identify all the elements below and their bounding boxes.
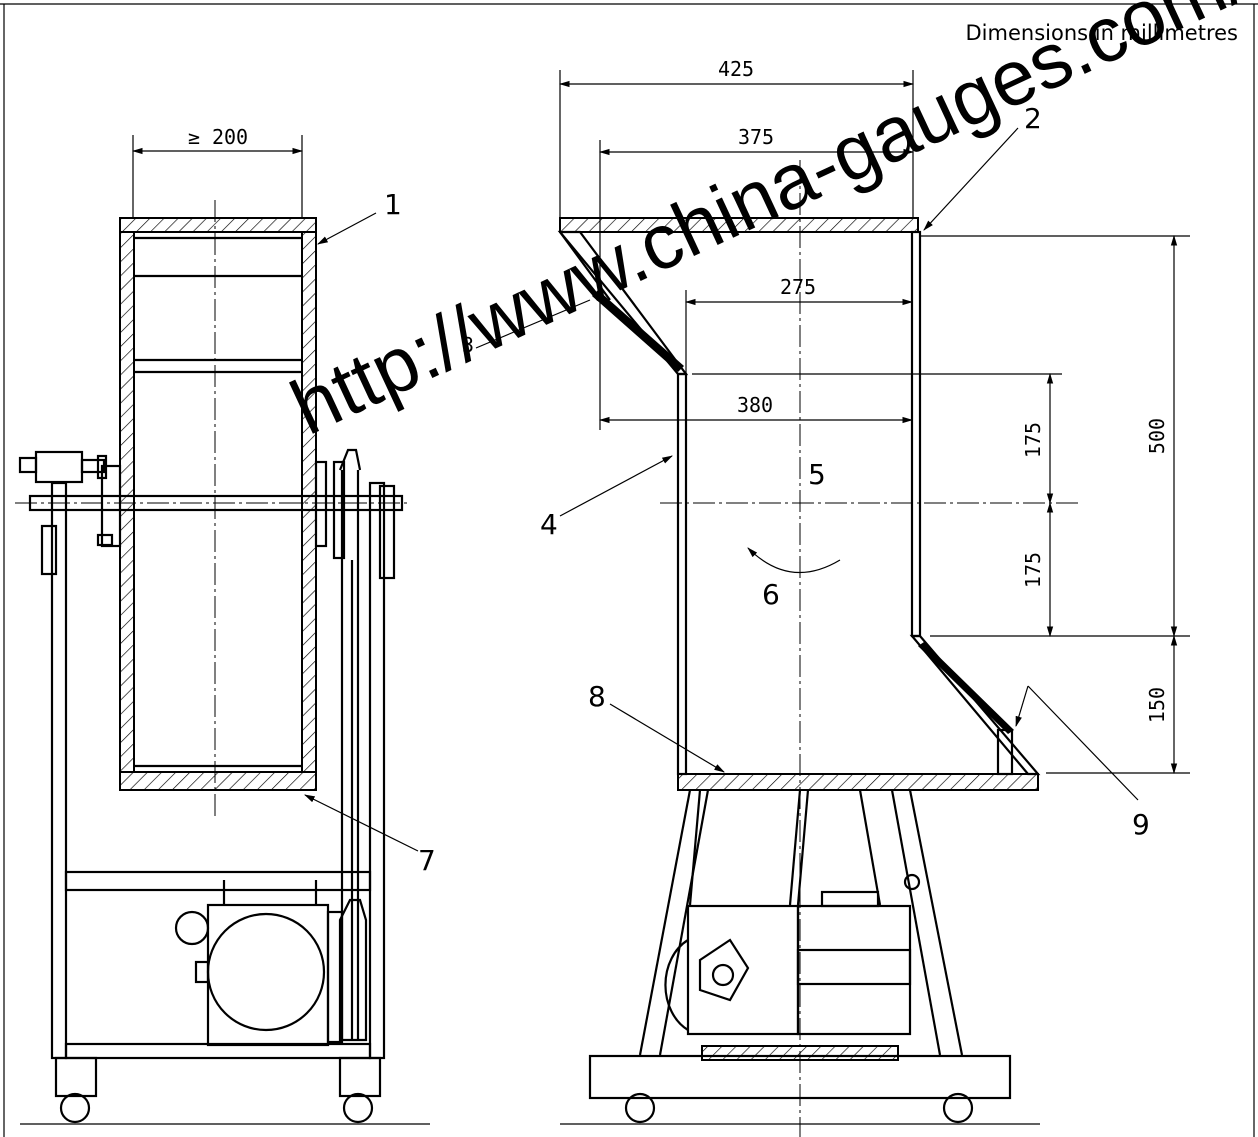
dim-height-total: 500 bbox=[1145, 418, 1169, 454]
callout-9: 9 bbox=[1132, 808, 1150, 841]
units-note: Dimensions in millimetres bbox=[966, 21, 1239, 45]
counter-box bbox=[34, 450, 84, 484]
dim-lower-step: 150 bbox=[1145, 687, 1169, 723]
right-caster-wheel bbox=[342, 1092, 374, 1124]
front-caster-wheel-left bbox=[624, 1092, 656, 1124]
callout-1: 1 bbox=[384, 188, 402, 221]
callout-2: 2 bbox=[1024, 102, 1042, 135]
callout-6: 6 bbox=[762, 578, 780, 611]
callout-7: 7 bbox=[418, 844, 436, 877]
drum-top-plate bbox=[119, 217, 317, 233]
left-caster-wheel bbox=[59, 1092, 91, 1124]
callout-8: 8 bbox=[588, 680, 606, 713]
motor-body bbox=[206, 912, 326, 1032]
drum-bottom-plate bbox=[119, 771, 317, 791]
dim-left-width: ≥ 200 bbox=[188, 125, 248, 149]
hopper-bottom-plate bbox=[677, 773, 1039, 791]
callout-5: 5 bbox=[808, 458, 826, 491]
right-front-view: 425 375 275 380 500 175 175 150 3 bbox=[462, 57, 1190, 1137]
watermark-text: http://www.china-gauges.com/ bbox=[278, 0, 1258, 451]
front-caster-wheel-right bbox=[942, 1092, 974, 1124]
hopper-left-wall bbox=[676, 372, 688, 776]
dim-mid-opening: 275 bbox=[780, 275, 816, 299]
dim-upper-half: 175 bbox=[1021, 422, 1045, 458]
dim-top-inner: 375 bbox=[738, 125, 774, 149]
drum-left-wall bbox=[119, 231, 135, 773]
left-side-view: ≥ 200 bbox=[15, 125, 430, 1125]
dim-lower-half: 175 bbox=[1021, 552, 1045, 588]
callout-4: 4 bbox=[540, 508, 558, 541]
drum-right-wall bbox=[301, 231, 317, 773]
dim-mid-width: 380 bbox=[737, 393, 773, 417]
hopper-right-wall bbox=[910, 230, 922, 638]
page-frame bbox=[0, 3, 1258, 1137]
dim-small-label: 3 bbox=[462, 333, 474, 357]
base-platform bbox=[588, 1054, 1012, 1100]
hopper-top-plate bbox=[559, 217, 919, 233]
dim-top-overall: 425 bbox=[718, 57, 754, 81]
